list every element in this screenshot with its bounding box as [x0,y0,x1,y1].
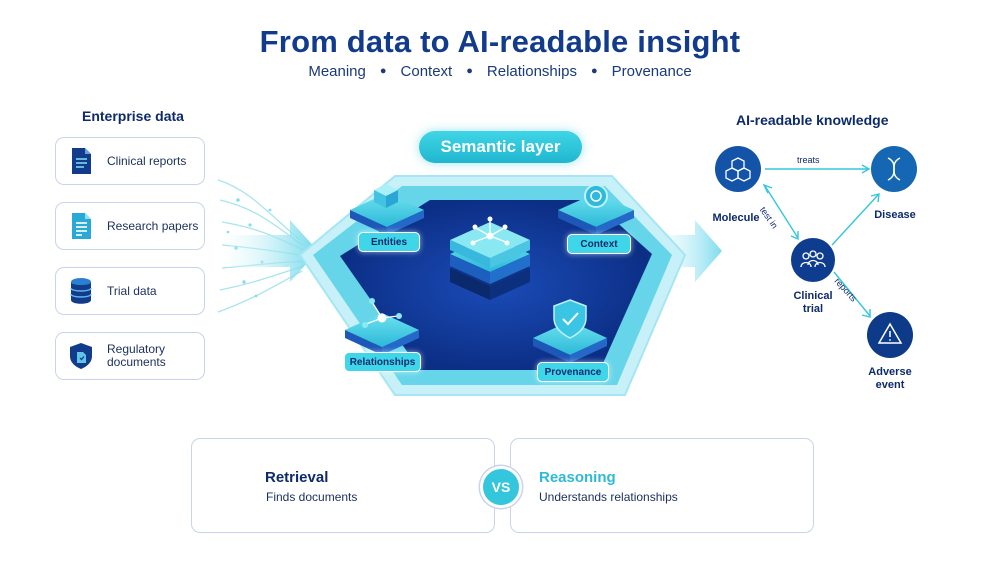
provenance-tag: Provenance [537,362,609,382]
bullet-separator: ● [590,65,598,77]
source-label: Regulatory documents [107,342,166,369]
central-stack [450,216,530,300]
retrieval-card: Retrieval Finds documents [191,438,495,533]
source-card-research-papers[interactable]: Research papers [55,202,205,250]
source-label: Research papers [107,218,199,233]
subtitle-context: Context [400,63,453,80]
document-icon [72,148,91,174]
page-title: From data to AI-readable insight [259,24,741,59]
bullet-separator: ● [379,65,387,77]
adverse-line2: event [875,379,905,391]
provenance-platform [533,299,607,363]
relationships-platform [345,298,419,355]
adverse-event-label: Adverse event [860,366,920,392]
disease-node [871,146,917,192]
adverse-event-node [867,312,913,358]
reasoning-title: Reasoning [539,469,616,486]
edge-label-treats: treats [797,155,820,165]
bullet-separator: ● [466,65,473,77]
semantic-layer-title: Semantic layer [419,131,582,163]
relationships-tag: Relationships [344,352,421,372]
source-card-clinical-reports[interactable]: Clinical reports [55,137,205,185]
subtitle-meaning: Meaning [308,63,366,80]
retrieval-title: Retrieval [265,469,329,486]
ai-knowledge-title: AI-readable knowledge [736,112,889,128]
reasoning-card: Reasoning Understands relationships [510,438,814,533]
disease-label: Disease [874,209,916,221]
vs-badge: VS [480,466,522,508]
source-card-trial-data[interactable]: Trial data [55,267,205,315]
retrieval-subtitle: Finds documents [266,490,358,504]
knowledge-edges [762,164,880,318]
context-tag: Context [567,234,631,254]
clinical-trial-line1: Clinical [793,290,833,302]
page-subtitle: Meaning ● Context ● Relationships ● Provenance [0,63,1000,80]
adverse-line1: Adverse [868,366,912,378]
input-arrow [230,220,318,282]
clinical-trial-line2: trial [802,303,824,315]
source-label: Clinical reports [107,153,187,168]
clinical-trial-label: Clinical trial [783,290,843,316]
subtitle-relationships: Relationships [486,63,577,80]
molecule-node [715,146,761,192]
database-icon [70,278,92,304]
paper-icon [72,213,91,239]
source-label: Trial data [107,283,157,298]
reasoning-subtitle: Understands relationships [539,490,678,504]
entities-tag: Entities [358,232,420,252]
source-card-regulatory-documents[interactable]: Regulatory documents [55,332,205,380]
context-platform [558,184,634,235]
enterprise-data-title: Enterprise data [82,108,184,124]
molecule-label: Molecule [712,212,760,224]
subtitle-provenance: Provenance [611,63,692,80]
clinical-trial-node [791,238,835,282]
entities-platform [350,184,424,235]
shield-document-icon [70,343,92,369]
